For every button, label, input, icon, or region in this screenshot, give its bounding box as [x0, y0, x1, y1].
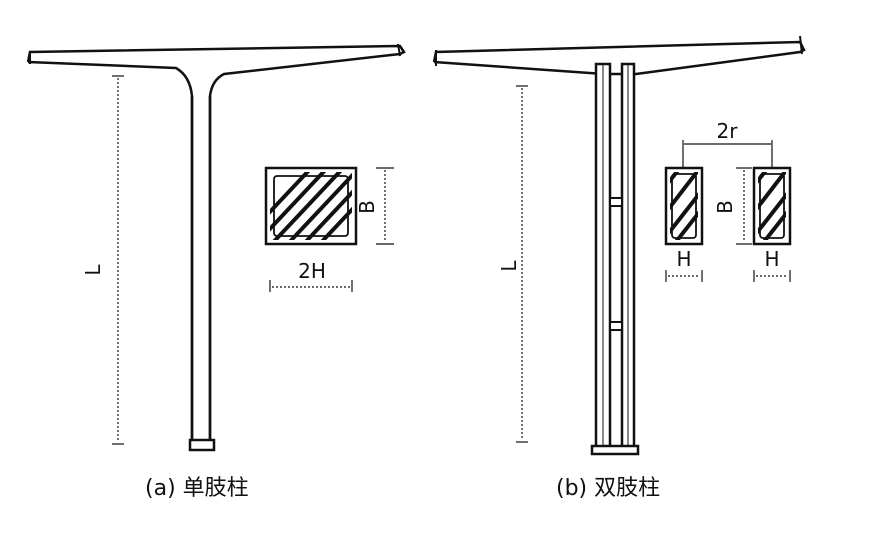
panel-a-cross-section: [264, 166, 358, 246]
panel-b-height-label: L: [497, 260, 521, 272]
panel-b-left-width-dimension: [665, 270, 703, 282]
panel-b-height-dimension: [516, 85, 528, 443]
panel-b-section-height-label: B: [713, 200, 737, 214]
panel-a-deck: [26, 44, 406, 440]
panel-b-tie-beam-lower: [609, 321, 623, 331]
panel-b-right-cross-section: [752, 166, 792, 246]
panel-b-tie-beam-upper: [609, 197, 623, 207]
panel-b-double-limb-column: L 2r: [432, 35, 806, 501]
panel-a-caption: (a) 单肢柱: [145, 476, 249, 501]
panel-b-section-height-dimension: [736, 167, 752, 245]
panel-a-single-limb-column: L B 2H (a) 单肢柱: [26, 43, 406, 501]
panel-b-left-width-label: H: [676, 247, 691, 271]
panel-b-foundation: [590, 444, 640, 456]
panel-b-spacing-label: 2r: [717, 119, 739, 143]
panel-b-right-width-dimension: [753, 270, 791, 282]
panel-b-right-width-label: H: [764, 247, 779, 271]
panel-b-deck: [432, 40, 806, 76]
panel-a-height-label: L: [81, 264, 105, 276]
panel-b-caption: (b) 双肢柱: [556, 476, 660, 501]
panel-a-section-width-dimension: [269, 280, 353, 292]
panel-a-height-dimension: [112, 75, 124, 445]
panel-b-spacing-dimension: [682, 140, 773, 168]
panel-b-left-cross-section: [664, 166, 704, 246]
panel-a-section-height-label: B: [355, 200, 379, 214]
panel-a-section-height-dimension: [376, 167, 394, 245]
panel-a-foundation: [188, 438, 216, 452]
panel-a-section-width-label: 2H: [298, 259, 326, 283]
